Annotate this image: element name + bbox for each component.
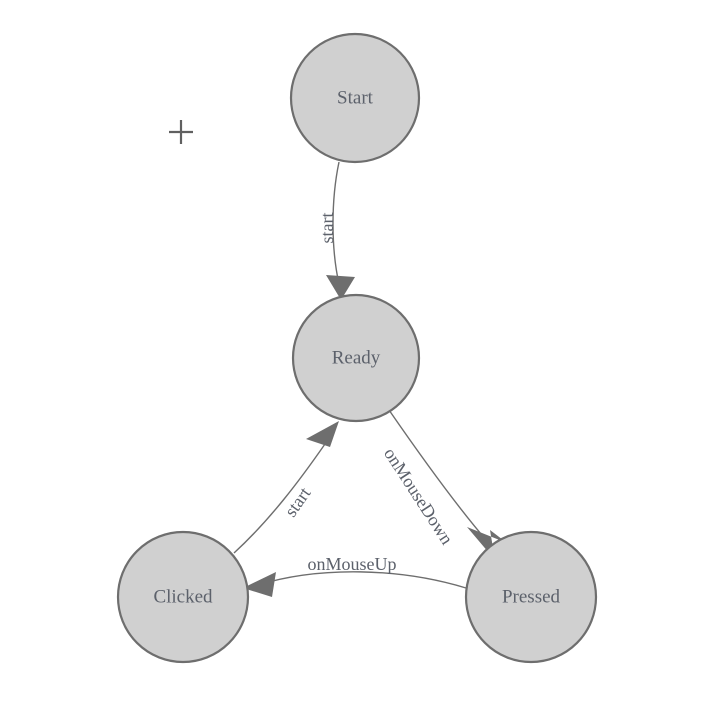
node-start[interactable]: Start: [289, 32, 421, 164]
edge-start-to-ready[interactable]: start: [317, 161, 355, 300]
edge-label-onmouseup: onMouseUp: [308, 554, 397, 574]
arrowhead-start-to-ready: [326, 275, 355, 300]
node-label-ready: Ready: [332, 347, 381, 368]
edge-label-start-2: start: [280, 483, 314, 520]
node-circle-start[interactable]: [289, 32, 421, 164]
node-pressed[interactable]: Pressed: [464, 530, 598, 664]
edge-ready-to-pressed[interactable]: onMouseDown: [380, 409, 507, 560]
node-circle-ready[interactable]: [291, 293, 421, 423]
edge-path-start-to-ready: [332, 161, 340, 285]
node-clicked[interactable]: Clicked: [116, 530, 250, 664]
arrowhead-ready-to-pressed: [467, 527, 507, 560]
arrowhead-clicked-to-ready: [306, 421, 339, 447]
edge-pressed-to-clicked[interactable]: onMouseUp: [243, 554, 467, 597]
node-circle-pressed[interactable]: [464, 530, 598, 664]
edge-clicked-to-ready[interactable]: start: [233, 421, 339, 554]
node-label-clicked: Clicked: [153, 586, 213, 607]
node-ready[interactable]: Ready: [291, 293, 421, 423]
edge-path-pressed-to-clicked: [257, 571, 467, 589]
node-circle-clicked[interactable]: [116, 530, 250, 664]
edge-label-start: start: [317, 213, 337, 244]
node-label-pressed: Pressed: [502, 586, 561, 607]
node-label-start: Start: [337, 87, 374, 108]
edge-path-clicked-to-ready: [233, 443, 326, 554]
plus-icon: [169, 120, 193, 144]
arrowhead-pressed-to-clicked: [243, 572, 276, 597]
edge-path-ready-to-pressed: [388, 409, 488, 542]
edge-label-onmousedown: onMouseDown: [380, 444, 457, 548]
